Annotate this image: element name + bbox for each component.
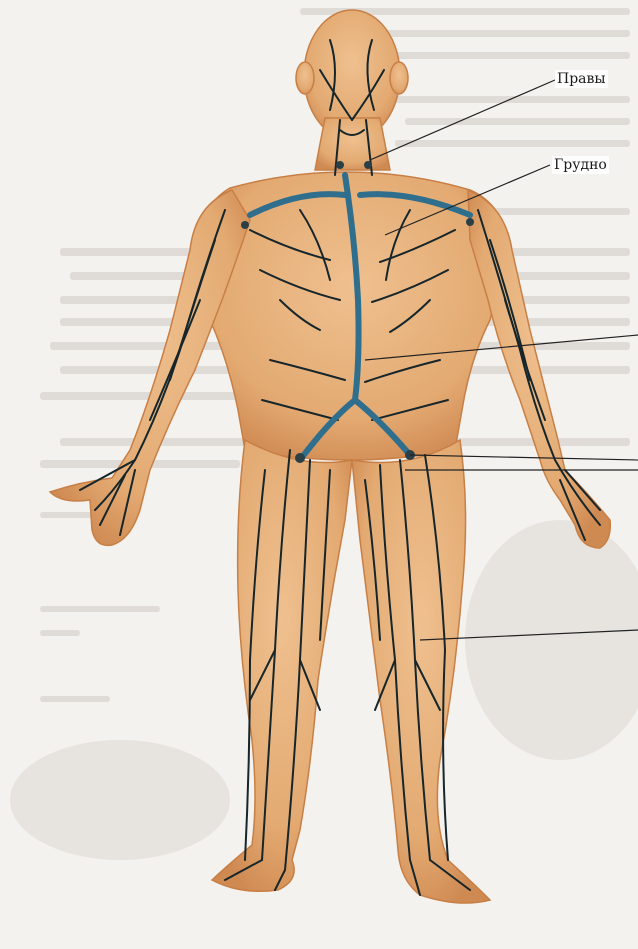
label-thoracic-duct: Грудно [552, 156, 609, 174]
label-right-lymphatic-duct: Правы [555, 70, 608, 88]
body-silhouette [50, 10, 610, 903]
